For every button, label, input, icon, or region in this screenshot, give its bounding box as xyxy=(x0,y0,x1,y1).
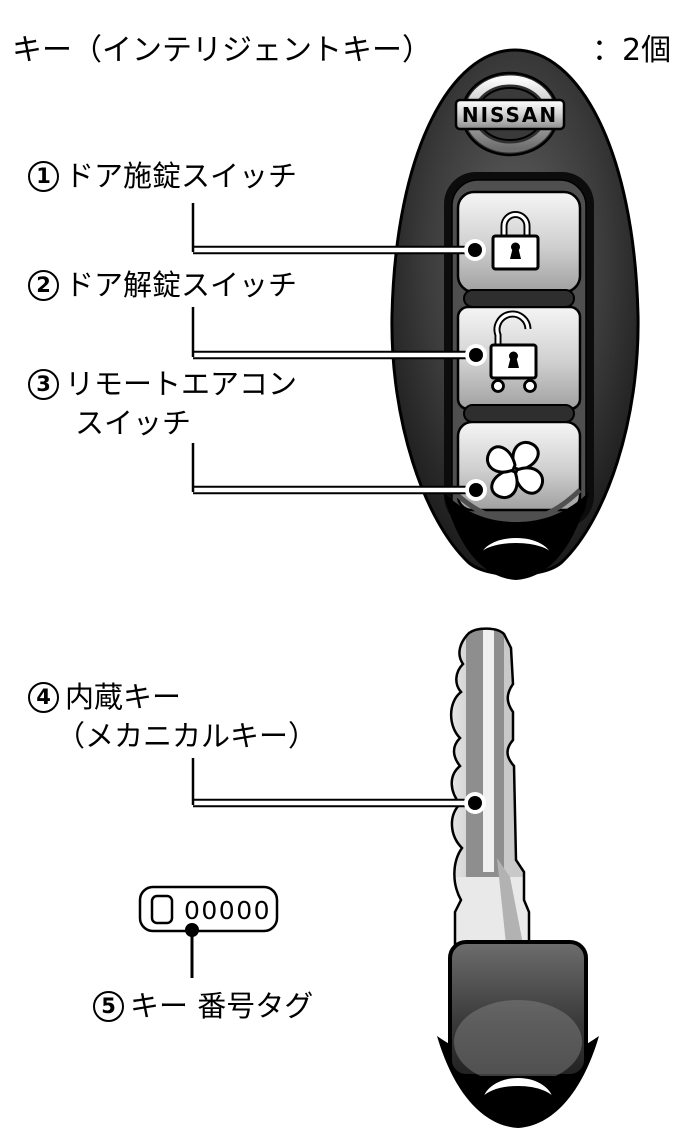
label-text: リモートエアコン xyxy=(65,367,298,401)
lock-icon xyxy=(491,211,540,271)
label-key-number-tag: 5 キー 番号タグ xyxy=(93,987,313,1026)
key-number-tag: 00000 xyxy=(138,885,279,933)
label-door-lock-switch: 1 ドア施錠スイッチ xyxy=(28,157,297,196)
label-text: ドア解錠スイッチ xyxy=(65,268,298,302)
indicator-dot-left xyxy=(491,379,505,393)
label-door-unlock-switch: 2 ドア解錠スイッチ xyxy=(28,266,297,305)
indicator-dot-right xyxy=(523,379,537,393)
circled-number-3: 3 xyxy=(28,368,59,400)
label-text: 内蔵キー xyxy=(65,680,182,714)
key-fob: NISSAN xyxy=(390,48,640,580)
leader-lines xyxy=(185,203,487,978)
leader-dot-5 xyxy=(185,923,199,937)
fan-icon xyxy=(486,441,544,499)
label-remote-aircon-switch: 3 リモートエアコン スイッチ xyxy=(28,365,297,443)
brand-text: NISSAN xyxy=(462,103,558,127)
circled-number-2: 2 xyxy=(28,269,59,301)
key-blade xyxy=(449,627,531,946)
fob-keyring-hole xyxy=(443,488,589,580)
circled-number-1: 1 xyxy=(28,160,59,192)
label-text: ドア施錠スイッチ xyxy=(65,159,298,193)
nissan-logo: NISSAN xyxy=(454,71,566,157)
page-title: キー（インテリジェントキー） xyxy=(12,33,432,68)
unlock-icon xyxy=(489,310,538,393)
circled-number-5: 5 xyxy=(93,990,124,1022)
circled-number-4: 4 xyxy=(28,681,59,713)
label-text-line2: （メカニカルキー） xyxy=(56,718,318,753)
button-separator-2 xyxy=(463,404,575,423)
mechanical-key xyxy=(437,627,599,1128)
label-built-in-key: 4 内蔵キー （メカニカルキー） xyxy=(28,678,317,756)
button-separator-1 xyxy=(463,289,575,308)
label-text: キー 番号タグ xyxy=(130,989,314,1023)
label-text-line2: スイッチ xyxy=(75,405,192,440)
key-head xyxy=(437,940,599,1128)
quantity-text: ：2個 xyxy=(592,33,672,68)
tag-digits: 00000 xyxy=(184,896,271,925)
key-head-ring-hole xyxy=(481,1076,555,1103)
